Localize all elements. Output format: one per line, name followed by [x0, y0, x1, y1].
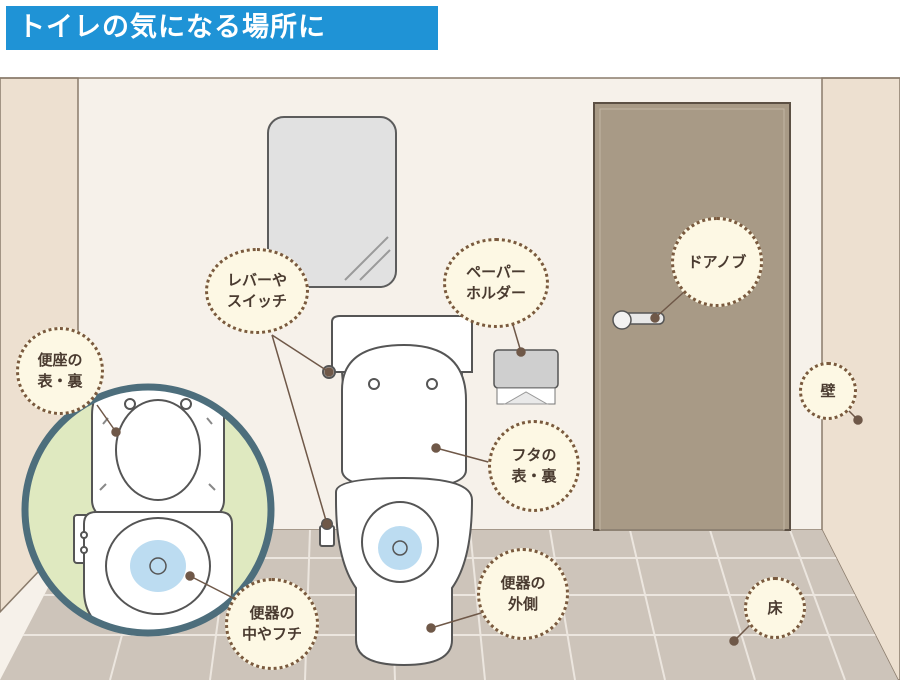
callout-seat: 便座の表・裏 [16, 327, 104, 415]
callout-lid-line2: 表・裏 [511, 467, 557, 485]
callout-seat-line2: 表・裏 [37, 372, 83, 390]
callout-lid-line1: フタの [511, 446, 557, 464]
callout-paper-holder: ペーパーホルダー [443, 238, 549, 328]
callout-lid: フタの表・裏 [488, 420, 580, 512]
callout-lever-switch: レバーやスイッチ [205, 248, 309, 334]
callout-inside-line2: 中やフチ [241, 625, 302, 643]
callout-lever-line1: レバーや [226, 271, 287, 289]
callout-paper-line1: ペーパー [466, 263, 526, 281]
zoom-view [21, 383, 275, 637]
callout-outside-line1: 便器の [500, 574, 546, 592]
zoom-ring [21, 383, 275, 637]
paper-holder [493, 349, 559, 405]
callout-wall: 壁 [799, 362, 857, 420]
callout-doorknob: ドアノブ [671, 217, 763, 307]
callout-lever-line2: スイッチ [226, 292, 287, 310]
leader-lines [96, 291, 863, 646]
toilet [319, 315, 474, 667]
callout-floor-line1: 床 [767, 598, 783, 617]
callout-inside-line1: 便器の [249, 604, 295, 622]
callout-seat-line1: 便座の [37, 351, 83, 369]
callout-floor: 床 [744, 577, 806, 639]
callout-doorknob-line1: ドアノブ [687, 252, 747, 271]
callout-bowl-outside: 便器の外側 [477, 548, 569, 640]
room [0, 77, 900, 680]
toilet-lid [341, 343, 467, 490]
callout-wall-line1: 壁 [820, 381, 836, 400]
callout-bowl-inside: 便器の中やフチ [225, 578, 319, 670]
mirror [267, 116, 397, 288]
page-title: トイレの気になる場所に [6, 6, 438, 50]
callout-outside-line2: 外側 [507, 595, 538, 613]
callout-paper-line2: ホルダー [465, 284, 526, 302]
